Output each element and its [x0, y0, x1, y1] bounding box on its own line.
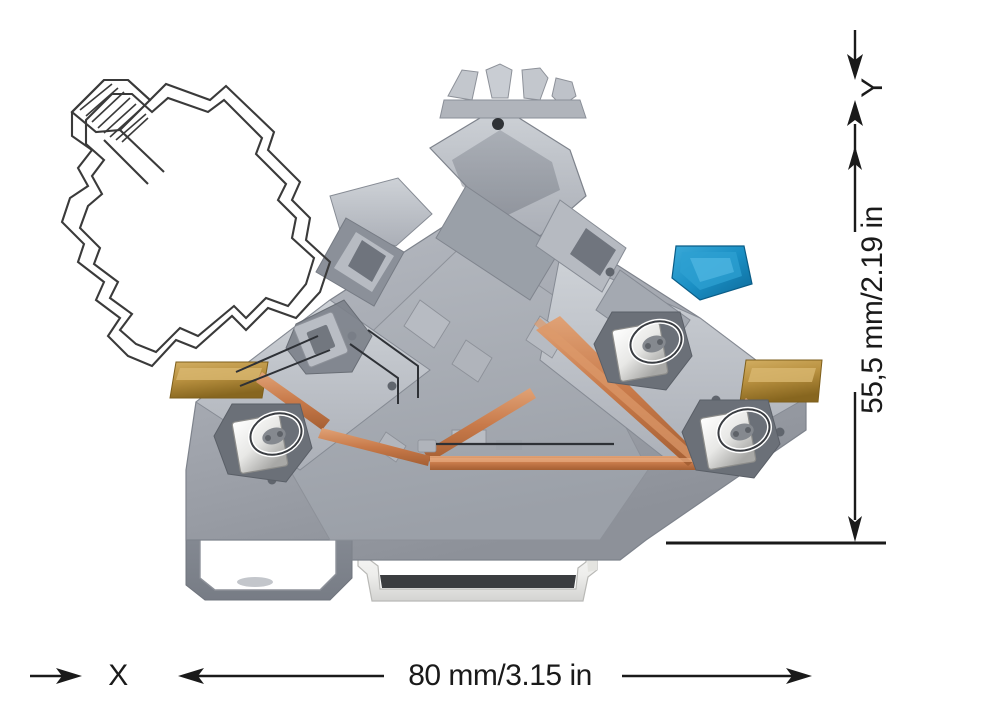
terminal-block-product: [169, 63, 823, 602]
axis-marker-x: [30, 668, 82, 684]
axis-label-y: Y: [856, 78, 889, 98]
clamp-unit-lower-left: [213, 403, 313, 483]
axis-x-arrow-right: [56, 668, 82, 684]
axis-y-arrow-up: [847, 100, 863, 126]
operating-tool-outline: [60, 78, 332, 368]
dimension-label-horizontal: 80 mm/3.15 in: [408, 659, 592, 692]
clamp-unit-mid-right: [593, 311, 693, 391]
axis-label-x: X: [108, 659, 128, 692]
dimension-annotations: [30, 30, 886, 684]
dimension-label-vertical: 55,5 mm/2.19 in: [856, 206, 889, 414]
dim-arrow-right: [786, 668, 812, 684]
axis-y-arrow-down: [847, 54, 863, 80]
lever-blue[interactable]: [671, 245, 753, 301]
axis-marker-y: [847, 30, 863, 152]
dim-arrow-down: [848, 516, 862, 542]
marker-carrier-slots: [439, 63, 587, 130]
dimension-vertical: [848, 146, 862, 542]
dimension-horizontal: [178, 668, 812, 684]
dim-arrow-left: [178, 668, 204, 684]
clamp-unit-lower-right: [681, 399, 781, 479]
clamp-leader-wires: [235, 329, 614, 446]
dim-arrow-up: [848, 146, 862, 170]
clamp-unit-upper-left: [285, 299, 373, 375]
